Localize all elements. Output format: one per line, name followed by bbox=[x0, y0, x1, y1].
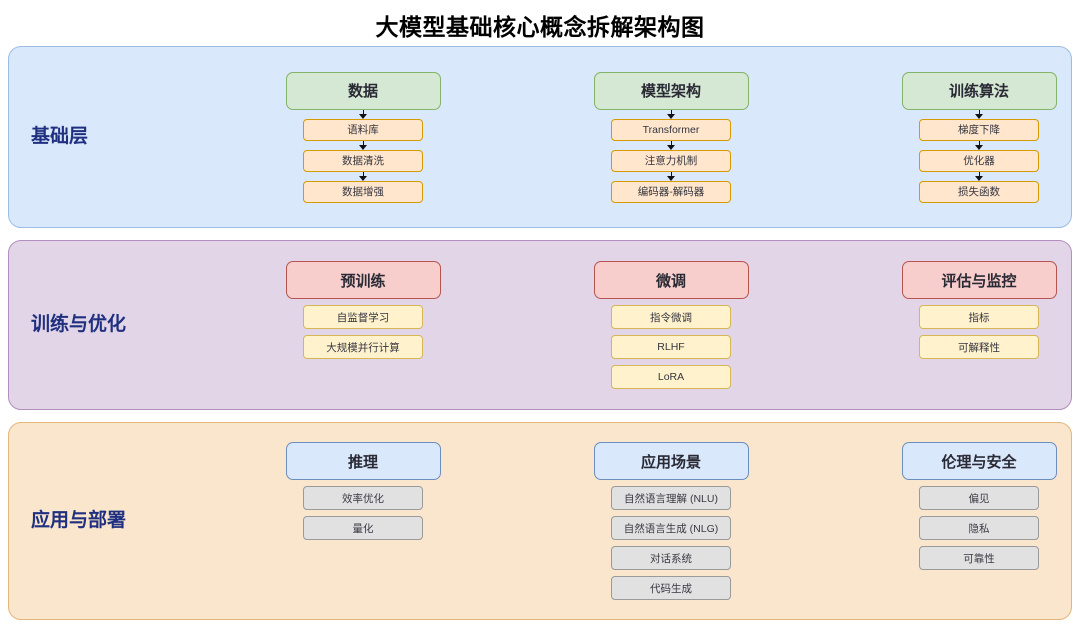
arrow-down-icon bbox=[974, 109, 984, 119]
node-child[interactable]: 优化器 bbox=[919, 149, 1039, 172]
child-node-list: 指标可解释性 bbox=[919, 299, 1039, 359]
node-child[interactable]: 自然语言生成 (NLG) bbox=[611, 516, 731, 540]
node-header[interactable]: 数据 bbox=[285, 71, 441, 110]
child-node-list: 指令微调 RLHF LoRA bbox=[611, 299, 731, 389]
node-child[interactable]: 偏见 bbox=[919, 486, 1039, 510]
page-title: 大模型基础核心概念拆解架构图 bbox=[375, 14, 705, 40]
arrow-stem bbox=[670, 109, 672, 115]
node-child[interactable]: LoRA bbox=[611, 365, 731, 389]
column-application-0: 推理效率优化量化 bbox=[209, 442, 517, 540]
column-application-2: 伦理与安全偏见隐私可靠性 bbox=[825, 442, 1080, 570]
arrow-head bbox=[667, 113, 675, 119]
node-child[interactable]: 量化 bbox=[303, 516, 423, 540]
arrow-down-icon bbox=[358, 140, 368, 150]
node-header[interactable]: 预训练 bbox=[285, 261, 441, 299]
column-foundation-0: 数据语料库数据清洗数据增强 bbox=[209, 71, 517, 203]
layer-columns-training: 预训练自监督学习大规模并行计算 微调指令微调 RLHF LoRA 评估与监控指标可解释性 bbox=[209, 247, 1080, 403]
node-header[interactable]: 训练算法 bbox=[901, 71, 1057, 110]
arrow-head bbox=[667, 144, 675, 150]
node-child[interactable]: 大规模并行计算 bbox=[303, 335, 423, 359]
layer-band-application: 应用与部署 推理效率优化量化 应用场景自然语言理解 (NLU) 自然语言生成 (NLG… bbox=[8, 422, 1072, 620]
arrow-down-icon bbox=[974, 140, 984, 150]
arrow-head bbox=[359, 144, 367, 150]
node-header[interactable]: 伦理与安全 bbox=[901, 442, 1057, 480]
layer-band-foundation: 基础层 数据语料库数据清洗数据增强 模型架构 Transformer 注意力机制编码器-… bbox=[8, 46, 1072, 228]
arrow-stem bbox=[362, 109, 364, 115]
node-child[interactable]: RLHF bbox=[611, 335, 731, 359]
layer-label-training: 训练与优化 bbox=[31, 313, 127, 335]
child-node-list: Transformer 注意力机制编码器-解码器 bbox=[611, 109, 731, 203]
node-child[interactable]: 编码器-解码器 bbox=[611, 180, 731, 203]
node-child[interactable]: 指令微调 bbox=[611, 305, 731, 329]
node-child[interactable]: 语料库 bbox=[303, 118, 423, 141]
node-child[interactable]: 数据清洗 bbox=[303, 149, 423, 172]
arrow-head bbox=[359, 113, 367, 119]
arrow-stem bbox=[978, 171, 980, 177]
child-node-list: 偏见隐私可靠性 bbox=[919, 480, 1039, 570]
node-header[interactable]: 推理 bbox=[285, 442, 441, 480]
column-foundation-1: 模型架构 Transformer 注意力机制编码器-解码器 bbox=[517, 71, 825, 203]
arrow-stem bbox=[670, 171, 672, 177]
node-child[interactable]: 指标 bbox=[919, 305, 1039, 329]
column-foundation-2: 训练算法梯度下降优化器损失函数 bbox=[825, 71, 1080, 203]
layer-label-application: 应用与部署 bbox=[31, 509, 127, 531]
node-child[interactable]: 梯度下降 bbox=[919, 118, 1039, 141]
child-node-list: 语料库数据清洗数据增强 bbox=[303, 109, 423, 203]
node-child[interactable]: 自监督学习 bbox=[303, 305, 423, 329]
arrow-stem bbox=[978, 109, 980, 115]
node-child[interactable]: 自然语言理解 (NLU) bbox=[611, 486, 731, 510]
node-child[interactable]: 可解释性 bbox=[919, 335, 1039, 359]
arrow-down-icon bbox=[974, 171, 984, 181]
node-child[interactable]: 效率优化 bbox=[303, 486, 423, 510]
node-header[interactable]: 微调 bbox=[593, 261, 749, 299]
node-header[interactable]: 模型架构 bbox=[593, 71, 749, 110]
node-child[interactable]: Transformer bbox=[611, 118, 731, 141]
layer-columns-application: 推理效率优化量化 应用场景自然语言理解 (NLU) 自然语言生成 (NLG) 对话系统… bbox=[209, 428, 1080, 614]
layer-stack: 基础层 数据语料库数据清洗数据增强 模型架构 Transformer 注意力机制编码器-… bbox=[0, 46, 1080, 620]
child-node-list: 自监督学习大规模并行计算 bbox=[303, 299, 423, 359]
node-child[interactable]: 注意力机制 bbox=[611, 149, 731, 172]
layer-label-foundation: 基础层 bbox=[31, 125, 89, 147]
column-application-1: 应用场景自然语言理解 (NLU) 自然语言生成 (NLG) 对话系统代码生成 bbox=[517, 442, 825, 600]
arrow-stem bbox=[670, 140, 672, 146]
node-header[interactable]: 应用场景 bbox=[593, 442, 749, 480]
arrow-head bbox=[359, 175, 367, 181]
column-training-1: 微调指令微调 RLHF LoRA bbox=[517, 261, 825, 389]
child-node-list: 效率优化量化 bbox=[303, 480, 423, 540]
node-child[interactable]: 代码生成 bbox=[611, 576, 731, 600]
child-node-list: 自然语言理解 (NLU) 自然语言生成 (NLG) 对话系统代码生成 bbox=[611, 480, 731, 600]
arrow-down-icon bbox=[358, 171, 368, 181]
arrow-stem bbox=[362, 171, 364, 177]
arrow-head bbox=[975, 175, 983, 181]
node-child[interactable]: 数据增强 bbox=[303, 180, 423, 203]
layer-columns-foundation: 数据语料库数据清洗数据增强 模型架构 Transformer 注意力机制编码器-解码器… bbox=[209, 58, 1080, 217]
arrow-stem bbox=[978, 140, 980, 146]
arrow-down-icon bbox=[666, 109, 676, 119]
arrow-down-icon bbox=[358, 109, 368, 119]
arrow-head bbox=[975, 144, 983, 150]
arrow-down-icon bbox=[666, 140, 676, 150]
child-node-list: 梯度下降优化器损失函数 bbox=[919, 109, 1039, 203]
arrow-stem bbox=[362, 140, 364, 146]
arrow-down-icon bbox=[666, 171, 676, 181]
arrow-head bbox=[975, 113, 983, 119]
node-child[interactable]: 对话系统 bbox=[611, 546, 731, 570]
node-child[interactable]: 可靠性 bbox=[919, 546, 1039, 570]
node-child[interactable]: 隐私 bbox=[919, 516, 1039, 540]
node-header[interactable]: 评估与监控 bbox=[901, 261, 1057, 299]
column-training-0: 预训练自监督学习大规模并行计算 bbox=[209, 261, 517, 359]
arrow-head bbox=[667, 175, 675, 181]
column-training-2: 评估与监控指标可解释性 bbox=[825, 261, 1080, 359]
layer-band-training: 训练与优化 预训练自监督学习大规模并行计算 微调指令微调 RLHF LoRA 评估与监控指… bbox=[8, 240, 1072, 410]
node-child[interactable]: 损失函数 bbox=[919, 180, 1039, 203]
